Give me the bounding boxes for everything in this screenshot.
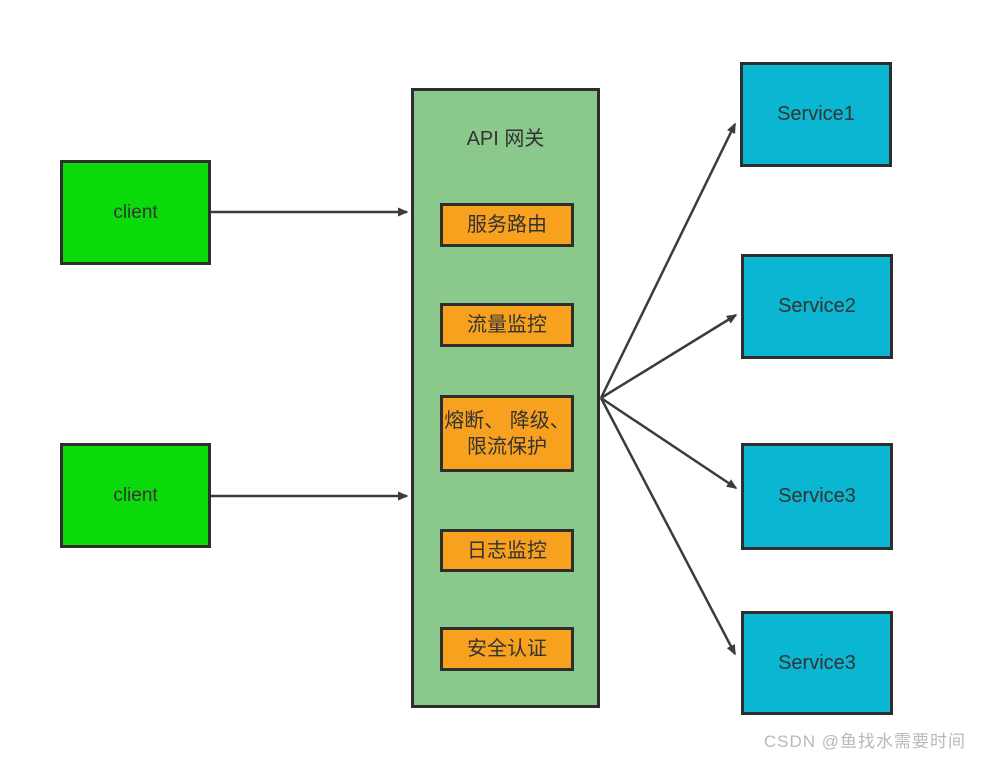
client-node-1-label: client [113,201,158,223]
arrow-gateway-to-service1 [599,122,737,399]
gateway-module-traffic-monitoring: 流量监控 [440,303,574,347]
service-node-3: Service3 [741,443,893,550]
gateway-module-circuit-breaker-protection: 熔断、 降级、 限流保护 [440,395,574,472]
gateway-module-service-routing: 服务路由 [440,203,574,247]
arrow-gateway-to-service2 [600,313,738,400]
gateway-module-log-monitoring-label: 日志监控 [467,539,547,562]
client-node-2: client [60,443,211,548]
service-node-4: Service3 [741,611,893,715]
gateway-module-circuit-breaker-protection-label: 熔断、 降级、 限流保护 [444,409,570,458]
service-node-3-label: Service3 [778,485,856,507]
gateway-module-log-monitoring: 日志监控 [440,529,574,572]
arrow-gateway-to-service4 [599,397,737,656]
service-node-1-label: Service1 [777,103,855,125]
client-node-2-label: client [113,484,158,506]
api-gateway-title: API 网关 [466,128,545,150]
service-node-2: Service2 [741,254,893,359]
service-node-2-label: Service2 [778,295,856,317]
service-node-1: Service1 [740,62,892,167]
gateway-module-service-routing-label: 服务路由 [467,214,547,236]
arrow-gateway-to-service3 [600,396,738,490]
client-node-1: client [60,160,211,265]
gateway-module-traffic-monitoring-label: 流量监控 [467,314,547,336]
csdn-watermark: CSDN @鱼找水需要时间 [763,732,966,751]
service-node-4-label: Service3 [778,651,856,674]
gateway-module-security-auth: 安全认证 [440,627,574,671]
gateway-module-security-auth-label: 安全认证 [467,638,547,660]
